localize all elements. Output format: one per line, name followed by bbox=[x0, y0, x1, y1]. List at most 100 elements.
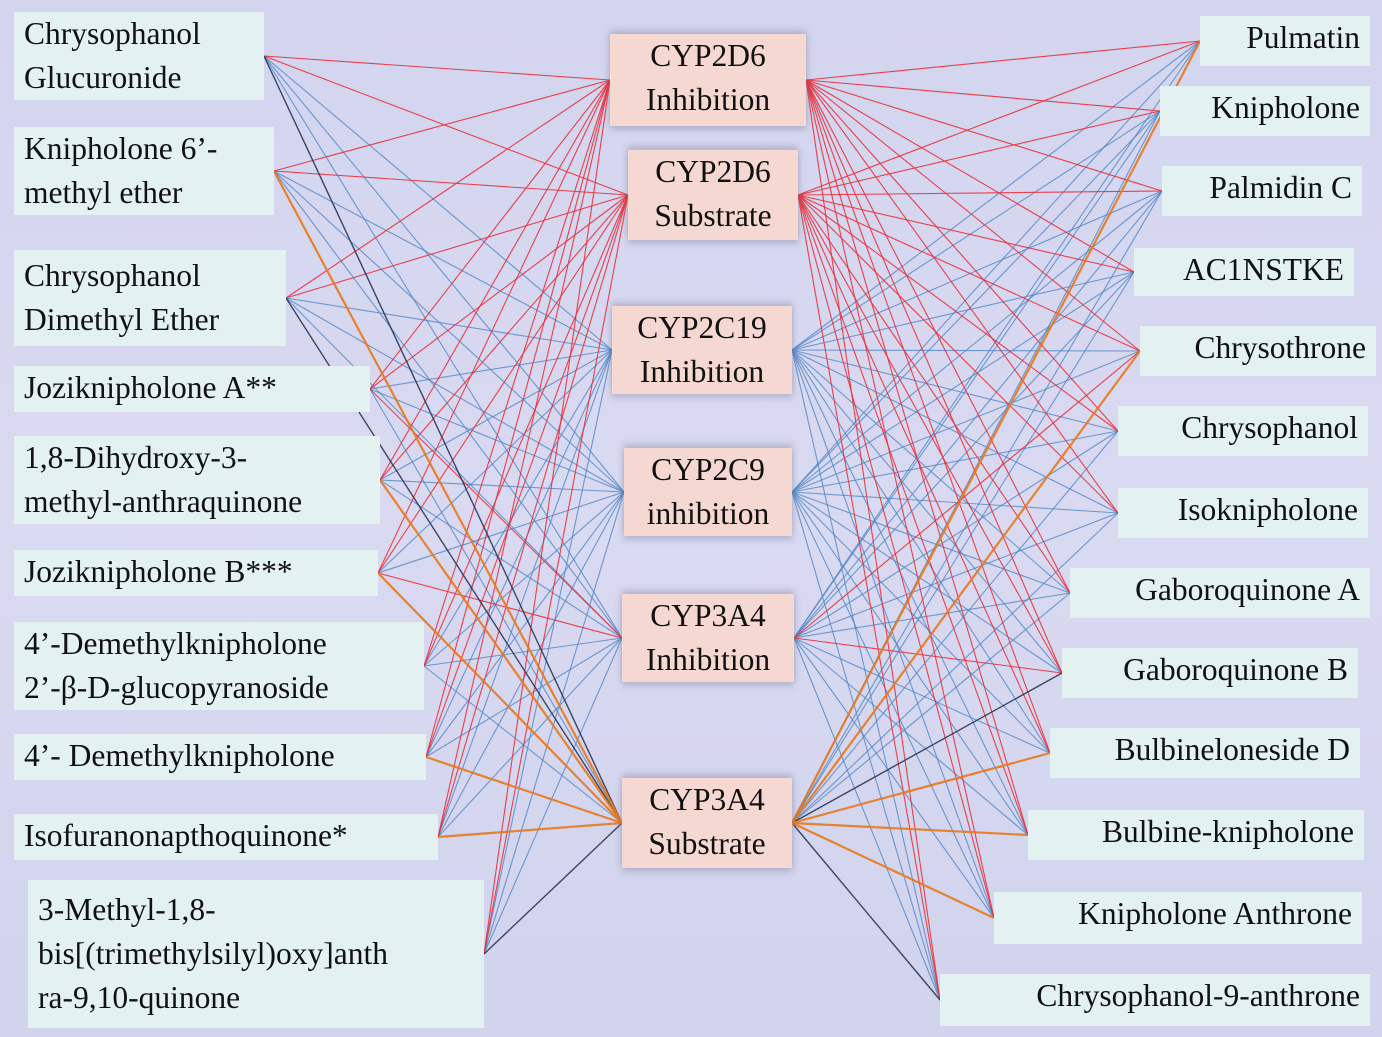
edge-R9-C4 bbox=[791, 491, 1063, 674]
node-cyp2c19-inhibition: CYP2C19 Inhibition bbox=[612, 306, 792, 394]
node-knipholone-6-methyl-ether: Knipholone 6’- methyl ether bbox=[14, 127, 274, 215]
node-label: Isoknipholone bbox=[1177, 492, 1358, 527]
edge-R7-C1 bbox=[805, 79, 1119, 514]
node-label: Substrate bbox=[654, 198, 772, 233]
node-3-methyl-1-8-bis-trimethylsilyl-oxy-anthraquinone: 3-Methyl-1,8- bis[(trimethylsilyl)oxy]an… bbox=[28, 880, 484, 1028]
edge-R3-C1 bbox=[805, 79, 1163, 192]
node-cyp2c9-inhibition: CYP2C9 inhibition bbox=[624, 448, 792, 536]
edge-L3-C4 bbox=[285, 297, 625, 493]
node-label: Pulmatin bbox=[1246, 20, 1360, 55]
edge-L4-C4 bbox=[369, 388, 625, 493]
node-bulbine-knipholone: Bulbine-knipholone bbox=[1028, 810, 1364, 860]
edge-R2-C2 bbox=[797, 110, 1161, 196]
node-label: Chrysophanol bbox=[24, 16, 201, 51]
edge-R6-C6 bbox=[791, 430, 1119, 824]
edge-L6-C5 bbox=[377, 572, 623, 639]
edge-R10-C4 bbox=[791, 491, 1051, 754]
edge-R3-C6 bbox=[791, 190, 1163, 824]
edge-R8-C1 bbox=[805, 79, 1071, 594]
edge-R13-C6 bbox=[791, 822, 941, 1001]
node-gaboroquinone-a: Gaboroquinone A bbox=[1070, 568, 1370, 618]
edge-R9-C5 bbox=[793, 637, 1063, 674]
node-ac1nstke: AC1NSTKE bbox=[1134, 248, 1354, 296]
node-label: Chrysophanol-9-anthrone bbox=[1036, 978, 1360, 1013]
edge-L8-C2 bbox=[425, 194, 629, 758]
edge-R4-C4 bbox=[791, 271, 1135, 493]
edge-L7-C4 bbox=[423, 491, 625, 667]
edge-L1-C4 bbox=[263, 55, 625, 493]
edge-R8-C6 bbox=[791, 592, 1071, 824]
edge-R4-C2 bbox=[797, 194, 1135, 273]
node-label: Knipholone bbox=[1211, 90, 1360, 125]
edge-R11-C5 bbox=[793, 637, 1029, 836]
node-bulbineloneside-d: Bulbineloneside D bbox=[1050, 728, 1360, 778]
edge-L10-C1 bbox=[483, 79, 611, 955]
edge-R8-C4 bbox=[791, 491, 1071, 594]
node-label: inhibition bbox=[646, 496, 770, 531]
node-joziknipholone-a: Jozikniphol​one A** bbox=[14, 366, 370, 412]
edge-R12-C1 bbox=[805, 79, 995, 919]
edge-R3-C3 bbox=[791, 190, 1163, 351]
node-1-8-dihydroxy-3-methyl-anthraquinone: 1,8-Dihydroxy-3- methyl-anthraquinone bbox=[14, 436, 380, 524]
node-cyp2d6-substrate: CYP2D6 Substrate bbox=[628, 150, 798, 240]
edge-R12-C6 bbox=[791, 822, 995, 919]
edge-L8-C3 bbox=[425, 349, 613, 758]
node-label: 2’-β-D-glucopyranoside bbox=[24, 670, 329, 705]
edge-R6-C5 bbox=[793, 430, 1119, 639]
edge-R10-C6 bbox=[791, 751, 1051, 825]
edge-R7-C3 bbox=[791, 349, 1119, 514]
node-label: Isofuranonapthoquinone* bbox=[24, 818, 348, 853]
node-label: 3-Methyl-1,8- bbox=[38, 892, 216, 927]
node-label: methyl-anthraquinone bbox=[24, 484, 303, 519]
node-label: Bulbine-knipholone bbox=[1102, 814, 1354, 849]
edge-R2-C3 bbox=[791, 110, 1161, 351]
node-isofuranonapthoquinone: Isofuranonapthoquinone* bbox=[14, 814, 438, 860]
edge-R11-C2 bbox=[797, 194, 1029, 836]
edge-L4-C1 bbox=[369, 79, 611, 390]
edge-L8-C1 bbox=[425, 79, 611, 758]
edge-R7-C5 bbox=[793, 512, 1119, 639]
edge-R13-C5 bbox=[793, 637, 941, 1001]
edge-R9-C3 bbox=[791, 349, 1063, 674]
node-label: Gaboroquinone B bbox=[1123, 652, 1348, 687]
node-label: CYP2D6 bbox=[650, 38, 766, 73]
node-label: Gaboroquinone A bbox=[1135, 572, 1360, 607]
edge-R12-C2 bbox=[797, 194, 995, 919]
node-label: CYP2C19 bbox=[637, 310, 767, 345]
edge-L10-C5 bbox=[483, 637, 623, 955]
edge-L3-C5 bbox=[285, 297, 623, 639]
edge-L2-C6 bbox=[273, 170, 623, 824]
edge-R5-C3 bbox=[791, 349, 1141, 352]
edge-R11-C1 bbox=[805, 79, 1029, 836]
edge-L3-C2 bbox=[285, 194, 629, 299]
edge-R1-C4 bbox=[791, 40, 1201, 493]
edge-L8-C6 bbox=[425, 755, 623, 825]
edge-L1-C1 bbox=[263, 55, 611, 81]
node-chrysophanol-glucuronide: Chrysophanol Glucuronide bbox=[14, 12, 264, 100]
node-label: Bulbineloneside D bbox=[1114, 732, 1350, 767]
edge-R7-C4 bbox=[791, 491, 1119, 514]
edge-L7-C1 bbox=[423, 79, 611, 667]
edge-L5-C3 bbox=[379, 349, 613, 481]
edge-L6-C4 bbox=[377, 491, 625, 574]
edge-R9-C6 bbox=[791, 672, 1063, 824]
node-label: Inhibition bbox=[645, 642, 771, 677]
edge-L6-C3 bbox=[377, 349, 613, 574]
node-label: 4’-Demethylknipholone bbox=[24, 626, 327, 661]
edge-L9-C1 bbox=[437, 79, 611, 838]
edge-R6-C1 bbox=[805, 79, 1119, 432]
edge-L9-C3 bbox=[437, 349, 613, 838]
edge-L10-C3 bbox=[483, 349, 613, 955]
edge-L5-C6 bbox=[379, 479, 623, 824]
node-label: 4’- Demethylknipholone bbox=[24, 738, 335, 773]
edge-L9-C6 bbox=[437, 821, 623, 839]
edge-R5-C6 bbox=[791, 350, 1141, 824]
edge-L4-C2 bbox=[369, 194, 629, 390]
node-label: CYP2C9 bbox=[651, 452, 765, 487]
node-chrysothrone: Chrysothrone bbox=[1140, 326, 1376, 376]
node-label: methyl ether bbox=[24, 175, 183, 210]
node-label: ra-9,10-quinone bbox=[38, 980, 241, 1015]
edge-R2-C1 bbox=[805, 79, 1161, 112]
node-cyp3a4-substrate: CYP3A4 Substrate bbox=[622, 778, 792, 868]
edge-L8-C5 bbox=[425, 637, 623, 758]
